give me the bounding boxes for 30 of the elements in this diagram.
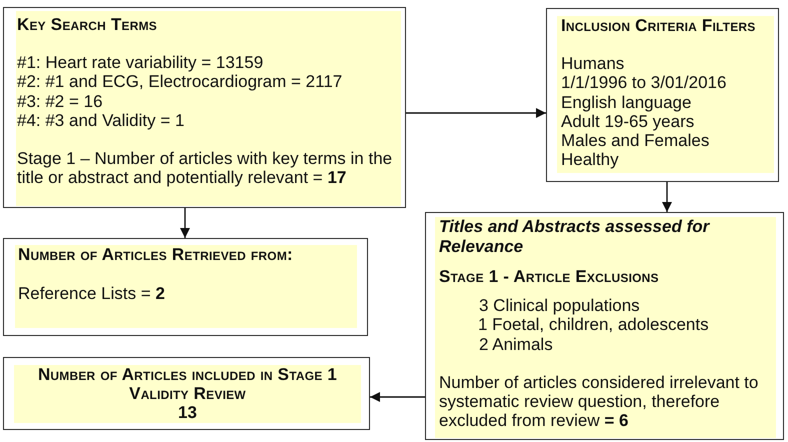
box-heading: Titles and Abstracts assessed for Relevance xyxy=(439,217,711,257)
exclusion-item: 3 Clinical populations xyxy=(479,296,640,316)
subheading: Stage 1 - Article Exclusions xyxy=(439,267,659,286)
box-heading: Number of Articles Retrieved from: xyxy=(18,245,293,264)
criteria-item: Adult 19-65 years xyxy=(561,112,694,132)
arrow xyxy=(180,208,190,238)
search-term: #3: #2 = 16 xyxy=(17,92,103,111)
process-box xyxy=(3,238,368,336)
summary-text: Number of articles considered irrelevant to systematic review question, therefore excluded from review = 6 xyxy=(439,372,760,431)
exclusion-item: 1 Foetal, children, adolescents xyxy=(478,315,709,335)
box-heading: Inclusion Criteria Filters xyxy=(561,16,756,35)
count-text: Reference Lists = 2 xyxy=(18,284,165,304)
arrow xyxy=(662,182,672,212)
criteria-item: Healthy xyxy=(561,150,619,170)
search-term: #2: #1 and ECG, Electrocardiogram = 2117 xyxy=(17,72,342,92)
criteria-item: English language xyxy=(561,92,692,112)
criteria-item: Humans xyxy=(561,54,624,74)
process-box xyxy=(3,357,370,430)
exclusion-item: 2 Animals xyxy=(479,334,553,354)
search-term: #1: Heart rate variability = 13159 xyxy=(17,53,264,72)
count-text: 13 xyxy=(178,403,197,422)
search-term: #4: #3 and Validity = 1 xyxy=(17,110,184,130)
summary-text: Stage 1 – Number of articles with key terms in the title or abstract and potentially relevant = 17 xyxy=(17,149,394,188)
box-heading: Key Search Terms xyxy=(17,15,157,34)
process-box xyxy=(546,8,779,182)
criteria-item: Males and Females xyxy=(561,131,710,150)
arrow xyxy=(406,108,546,118)
box-heading: Number of Articles included in Stage 1 Validity Review xyxy=(36,365,338,403)
criteria-item: 1/1/1996 to 3/01/2016 xyxy=(561,73,726,93)
arrow xyxy=(370,392,425,402)
